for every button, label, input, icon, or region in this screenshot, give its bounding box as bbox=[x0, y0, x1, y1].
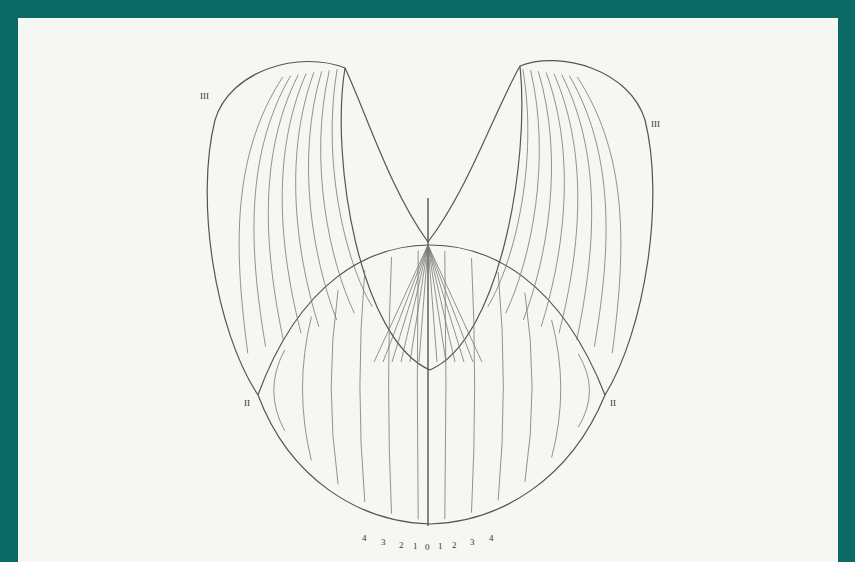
fan-line bbox=[428, 245, 464, 362]
lobe-line bbox=[239, 77, 283, 353]
zone-label: III bbox=[200, 92, 209, 101]
meridian-line bbox=[360, 270, 365, 502]
fan-line bbox=[428, 245, 437, 362]
meridian-line bbox=[525, 293, 532, 482]
fan-line bbox=[374, 245, 428, 362]
scale-number: 4 bbox=[489, 534, 494, 543]
lobe-line bbox=[296, 72, 319, 326]
scale-number: 1 bbox=[413, 542, 418, 551]
outline-curve bbox=[428, 61, 653, 395]
zone-label: II bbox=[244, 399, 250, 408]
meridian-line bbox=[472, 258, 475, 513]
fan-line bbox=[428, 245, 455, 362]
outline-curve bbox=[258, 245, 605, 395]
outline-curve bbox=[207, 61, 428, 395]
scale-number: 4 bbox=[362, 534, 367, 543]
fan-line bbox=[428, 245, 482, 362]
scale-number: 3 bbox=[381, 538, 386, 547]
lobe-line bbox=[308, 71, 336, 320]
lobe-line bbox=[506, 70, 540, 313]
scale-number: 2 bbox=[399, 541, 404, 550]
scale-number: 1 bbox=[438, 542, 443, 551]
lobe-line bbox=[569, 76, 606, 347]
outline-curve bbox=[341, 66, 522, 370]
fan-line bbox=[410, 245, 428, 362]
lobe-line bbox=[541, 72, 564, 326]
lobe-line bbox=[282, 74, 306, 334]
lobe-line bbox=[554, 74, 578, 334]
fan-line bbox=[383, 245, 428, 362]
meridian-line bbox=[578, 354, 589, 427]
zone-label: II bbox=[610, 399, 616, 408]
meridian-line bbox=[389, 257, 392, 514]
fan-line bbox=[392, 245, 428, 362]
scale-number: 0 bbox=[425, 543, 430, 552]
scale-number: 3 bbox=[470, 538, 475, 547]
scale-number: 2 bbox=[452, 541, 457, 550]
fan-line bbox=[428, 245, 473, 362]
lobe-line bbox=[577, 77, 621, 353]
lobe-line bbox=[321, 70, 355, 313]
fan-line bbox=[419, 245, 428, 362]
outline-curve bbox=[258, 395, 605, 524]
meridian-line bbox=[303, 317, 312, 461]
meridian-line bbox=[331, 290, 338, 484]
fan-line bbox=[428, 245, 446, 362]
lobe-line bbox=[254, 76, 291, 347]
meridian-line bbox=[552, 320, 561, 458]
lobe-line bbox=[523, 71, 551, 320]
zone-label: III bbox=[651, 120, 660, 129]
fan-line bbox=[401, 245, 428, 362]
meridian-line bbox=[274, 350, 285, 431]
meridian-line bbox=[498, 272, 503, 500]
